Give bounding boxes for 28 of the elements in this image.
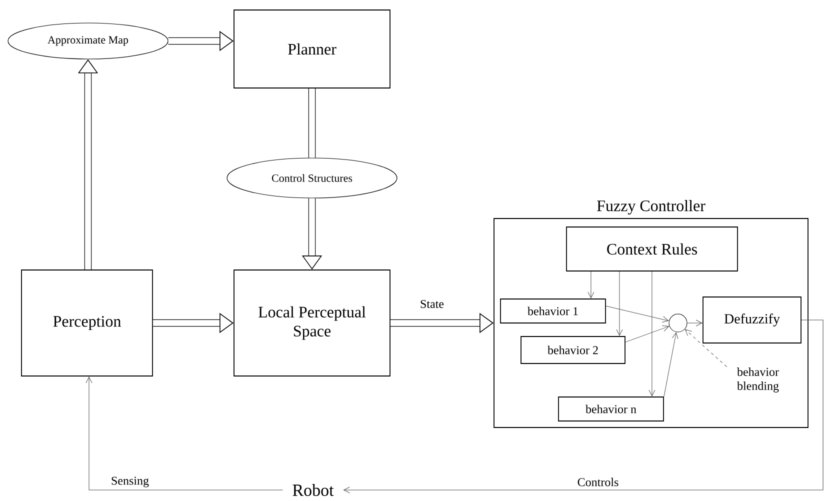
box: Perception <box>21 270 153 376</box>
arrow <box>687 320 702 326</box>
box: Local Perceptual Space <box>234 270 390 376</box>
node-label: Fuzzy Controller <box>597 200 706 215</box>
dashed-arrow <box>685 329 728 368</box>
arrow <box>588 271 594 298</box>
box: Context Rules <box>566 226 738 272</box>
ellipse-node: Control Structures <box>226 158 398 198</box>
box: Defuzzify <box>702 296 802 344</box>
edge-label: Sensing <box>110 476 150 488</box>
text-label: behavior blending <box>737 368 779 392</box>
arrow <box>86 376 284 490</box>
arrow <box>625 325 670 342</box>
arrow <box>648 271 656 396</box>
edge-label: State <box>419 298 445 310</box>
box: behavior 2 <box>520 336 626 364</box>
double-line <box>308 88 316 158</box>
box: behavior 1 <box>500 298 606 324</box>
box: Planner <box>234 10 390 88</box>
box: behavior n <box>558 396 664 422</box>
edge-label: Controls <box>576 476 620 488</box>
arrow <box>344 320 824 494</box>
arrow <box>606 306 669 323</box>
blending-circle <box>668 314 688 332</box>
text-label: Robot <box>292 484 334 496</box>
arrow <box>616 271 623 336</box>
arrow <box>664 332 678 397</box>
ellipse-node: Approximate Map <box>8 22 168 60</box>
